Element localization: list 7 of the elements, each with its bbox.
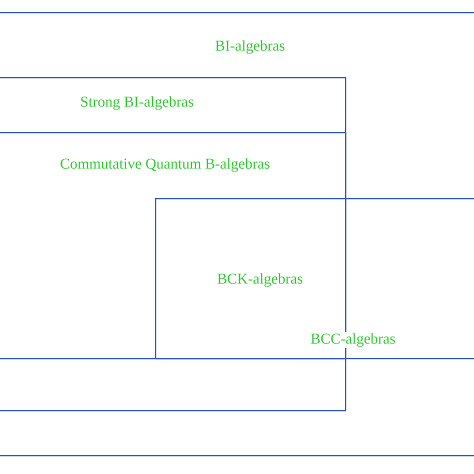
set-label: Strong BI-algebras — [79, 95, 195, 111]
set-label: BCC-algebras — [310, 332, 396, 348]
set-box — [0, 12, 474, 456]
set-label: Commutative Quantum B-algebras — [59, 157, 271, 173]
set-label: BCK-algebras — [218, 273, 302, 287]
set-label: BI-algebras — [214, 39, 286, 55]
set-box — [155, 198, 474, 360]
